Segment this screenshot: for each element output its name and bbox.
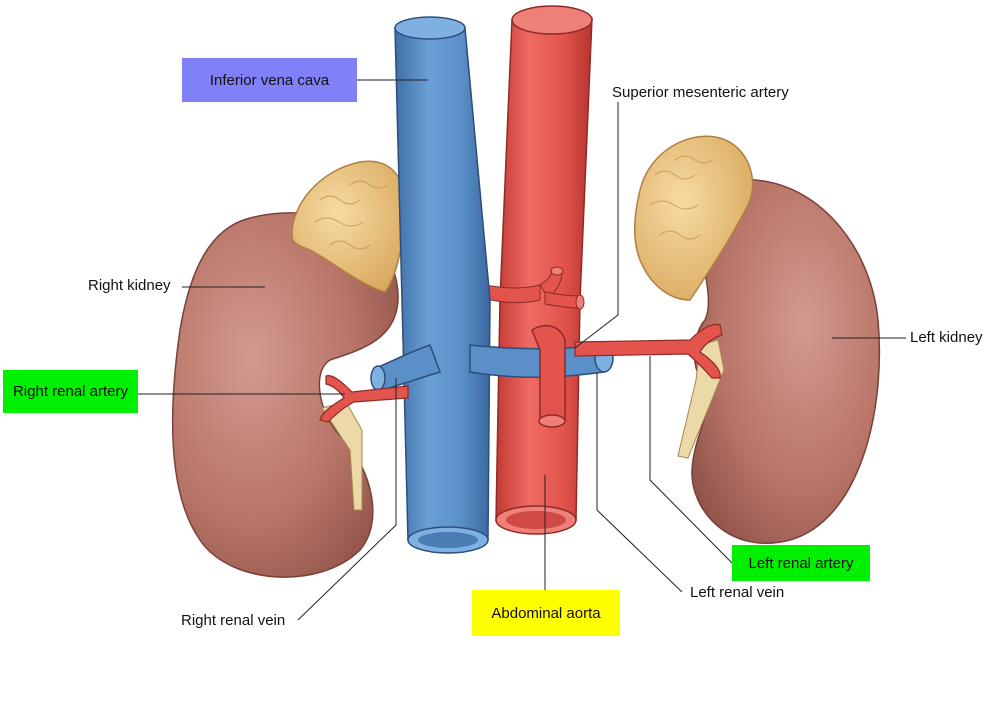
left-renal-artery-vessel xyxy=(574,323,723,379)
left-adrenal-gland xyxy=(633,135,754,301)
label-inferior-vena-cava: Inferior vena cava xyxy=(182,58,357,102)
label-right-kidney: Right kidney xyxy=(88,277,171,294)
label-left-renal-artery: Left renal artery xyxy=(732,545,870,581)
inferior-vena-cava xyxy=(394,27,491,541)
label-left-renal-vein: Left renal vein xyxy=(690,584,785,601)
label-abdominal-aorta-text: Abdominal aorta xyxy=(491,604,601,622)
label-left-kidney: Left kidney xyxy=(910,329,983,346)
leader-left-renal-vein xyxy=(596,372,683,593)
label-inferior-vena-cava-text: Inferior vena cava xyxy=(209,71,330,89)
abdominal-aorta xyxy=(495,17,593,521)
label-right-renal-vein: Right renal vein xyxy=(181,612,286,629)
label-abdominal-aorta: Abdominal aorta xyxy=(472,590,620,636)
celiac-trunk xyxy=(474,266,585,310)
right-renal-artery-vessel xyxy=(319,375,409,423)
label-right-renal-artery-text: Right renal artery xyxy=(12,383,129,400)
ivc-top-opening xyxy=(394,16,466,40)
label-superior-mesenteric-artery: Superior mesenteric artery xyxy=(612,84,789,101)
leader-superior-mesenteric-artery xyxy=(574,102,619,349)
label-left-renal-artery-text: Left renal artery xyxy=(748,554,854,572)
label-right-renal-artery: Right renal artery xyxy=(3,370,138,413)
leader-left-renal-artery xyxy=(649,356,733,564)
leader-right-renal-vein xyxy=(297,378,397,621)
right-renal-vein-vessel xyxy=(375,344,441,391)
right-kidney xyxy=(171,212,399,578)
aorta-top-opening xyxy=(511,5,593,35)
